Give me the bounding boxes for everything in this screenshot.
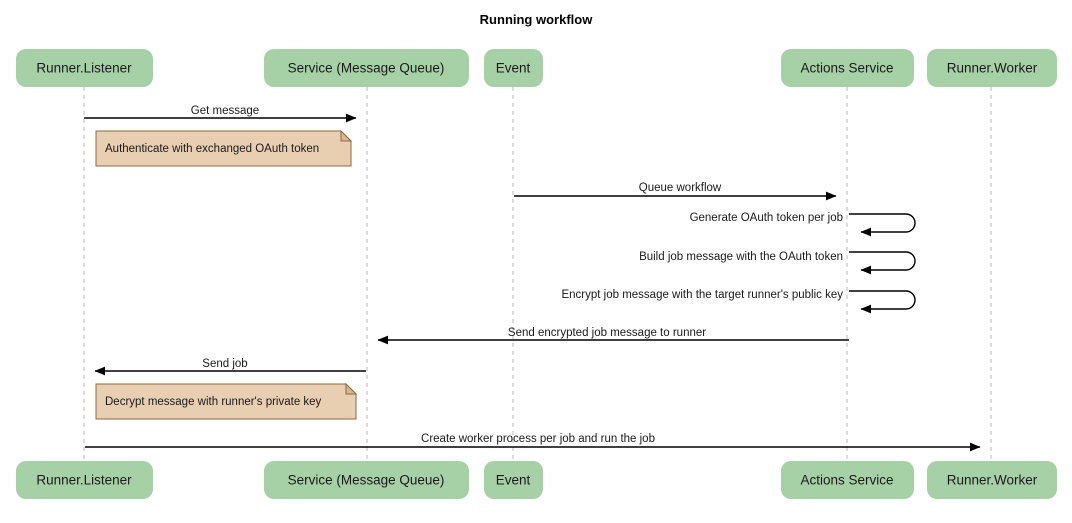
actor-rect [264, 49, 469, 87]
actor-box-actions-service-top[interactable]: Actions Service [781, 49, 914, 87]
note-fold-corner-icon [345, 382, 358, 395]
actor-label: Service (Message Queue) [288, 61, 445, 76]
actor-box-runner-worker-top[interactable]: Runner.Worker [927, 49, 1057, 87]
actor-label: Runner.Worker [947, 61, 1038, 76]
messages: Get message Queue workflow Generate OAut… [84, 105, 981, 452]
message-label: Generate OAuth token per job [690, 212, 843, 224]
note-decrypt-message-with-runners-private-key[interactable]: Decrypt message with runner's private ke… [95, 382, 358, 420]
message-label: Get message [191, 105, 259, 117]
actor-headers-top: Runner.Listener Service (Message Queue) … [16, 49, 1057, 87]
actor-box-service-message-queue-bottom[interactable]: Service (Message Queue) [264, 461, 469, 499]
message-label: Send job [202, 358, 247, 370]
actor-headers-bottom: Runner.Listener Service (Message Queue) … [16, 461, 1057, 499]
message-label: Queue workflow [639, 182, 722, 194]
message-generate-oauth-token-per-job[interactable]: Generate OAuth token per job [690, 212, 916, 237]
message-label: Encrypt job message with the target runn… [561, 289, 843, 301]
message-encrypt-job-message-public-key[interactable]: Encrypt job message with the target runn… [561, 289, 916, 314]
actor-rect [484, 49, 543, 87]
message-self-loop [849, 213, 916, 237]
actor-rect [16, 461, 153, 499]
lifelines [83, 87, 992, 461]
message-get-message[interactable]: Get message [84, 105, 357, 123]
actor-rect [927, 49, 1057, 87]
message-queue-workflow[interactable]: Queue workflow [514, 182, 837, 201]
message-label: Build job message with the OAuth token [639, 251, 843, 263]
message-send-encrypted-job-message-to-runner[interactable]: Send encrypted job message to runner [377, 327, 849, 345]
actor-rect [484, 461, 543, 499]
actor-box-event-top[interactable]: Event [484, 49, 543, 87]
message-self-loop [849, 290, 916, 314]
actor-box-service-message-queue-top[interactable]: Service (Message Queue) [264, 49, 469, 87]
notes: Authenticate with exchanged OAuth token … [95, 129, 358, 420]
note-fold-corner-icon [340, 129, 353, 142]
actor-label: Service (Message Queue) [288, 473, 445, 488]
message-label: Send encrypted job message to runner [508, 327, 706, 339]
actor-rect [264, 461, 469, 499]
message-create-worker-process-per-job[interactable]: Create worker process per job and run th… [85, 433, 981, 452]
message-self-loop [849, 251, 916, 275]
note-label: Authenticate with exchanged OAuth token [105, 143, 319, 155]
message-send-job[interactable]: Send job [94, 358, 366, 376]
actor-rect [16, 49, 153, 87]
actor-label: Actions Service [800, 61, 893, 76]
actor-box-actions-service-bottom[interactable]: Actions Service [781, 461, 914, 499]
actor-label: Actions Service [800, 473, 893, 488]
page-title: Running workflow [480, 12, 594, 27]
note-authenticate-with-exchanged-oauth-token[interactable]: Authenticate with exchanged OAuth token [95, 129, 353, 167]
message-build-job-message-with-oauth-token[interactable]: Build job message with the OAuth token [639, 251, 916, 275]
actor-rect [781, 49, 914, 87]
actor-rect [927, 461, 1057, 499]
actor-label: Event [496, 61, 531, 76]
actor-box-runner-worker-bottom[interactable]: Runner.Worker [927, 461, 1057, 499]
actor-label: Event [496, 473, 531, 488]
note-shape [95, 130, 352, 167]
actor-box-event-bottom[interactable]: Event [484, 461, 543, 499]
actor-label: Runner.Worker [947, 473, 1038, 488]
actor-box-runner-listener-bottom[interactable]: Runner.Listener [16, 461, 153, 499]
message-label: Create worker process per job and run th… [421, 433, 655, 445]
actor-rect [781, 461, 914, 499]
actor-box-runner-listener-top[interactable]: Runner.Listener [16, 49, 153, 87]
actor-label: Runner.Listener [36, 473, 132, 488]
actor-label: Runner.Listener [36, 61, 132, 76]
note-label: Decrypt message with runner's private ke… [105, 396, 322, 408]
note-shape [95, 383, 357, 420]
